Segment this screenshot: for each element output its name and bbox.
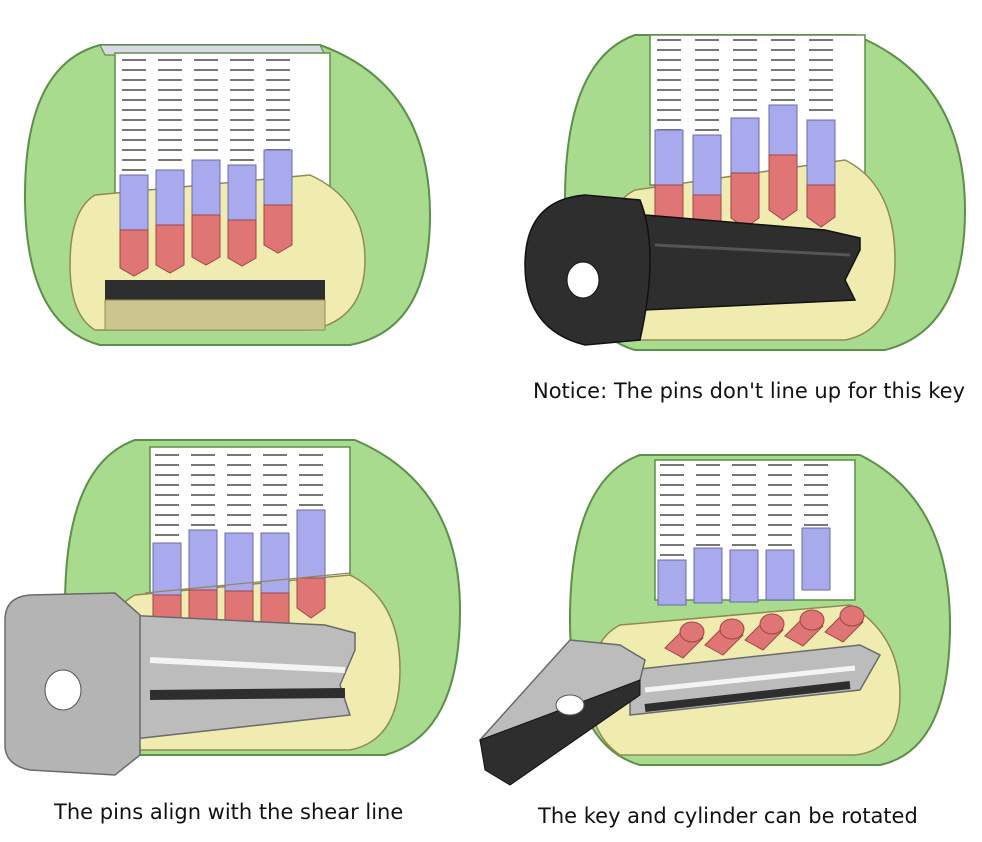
- shear-line: [144, 572, 351, 594]
- lock-panel-rotated: [479, 440, 952, 790]
- springs: [122, 59, 290, 171]
- driver-pins: [657, 527, 831, 606]
- key-bow-hole-icon: [44, 669, 82, 711]
- springs: [660, 464, 828, 556]
- key-correct: [4, 592, 356, 776]
- driver-pins: [152, 509, 326, 596]
- key-pins-rotated: [664, 605, 865, 659]
- springs: [155, 454, 323, 536]
- key-wrong: [524, 194, 861, 346]
- lock-panel-no-key: [20, 25, 440, 355]
- lock-panel-correct-key: [4, 425, 462, 785]
- key-bow-hole-icon: [566, 261, 600, 299]
- driver-pins: [654, 104, 836, 196]
- springs: [657, 39, 833, 131]
- lock-panel-wrong-key: [524, 10, 967, 370]
- caption-correct-key: The pins align with the shear line: [54, 800, 404, 824]
- key-rotated: [479, 639, 882, 786]
- caption-rotated: The key and cylinder can be rotated: [538, 804, 918, 828]
- caption-wrong-key: Notice: The pins don't line up for this …: [533, 379, 966, 403]
- key-bow-hole-icon: [555, 694, 585, 716]
- key-pins: [119, 204, 293, 277]
